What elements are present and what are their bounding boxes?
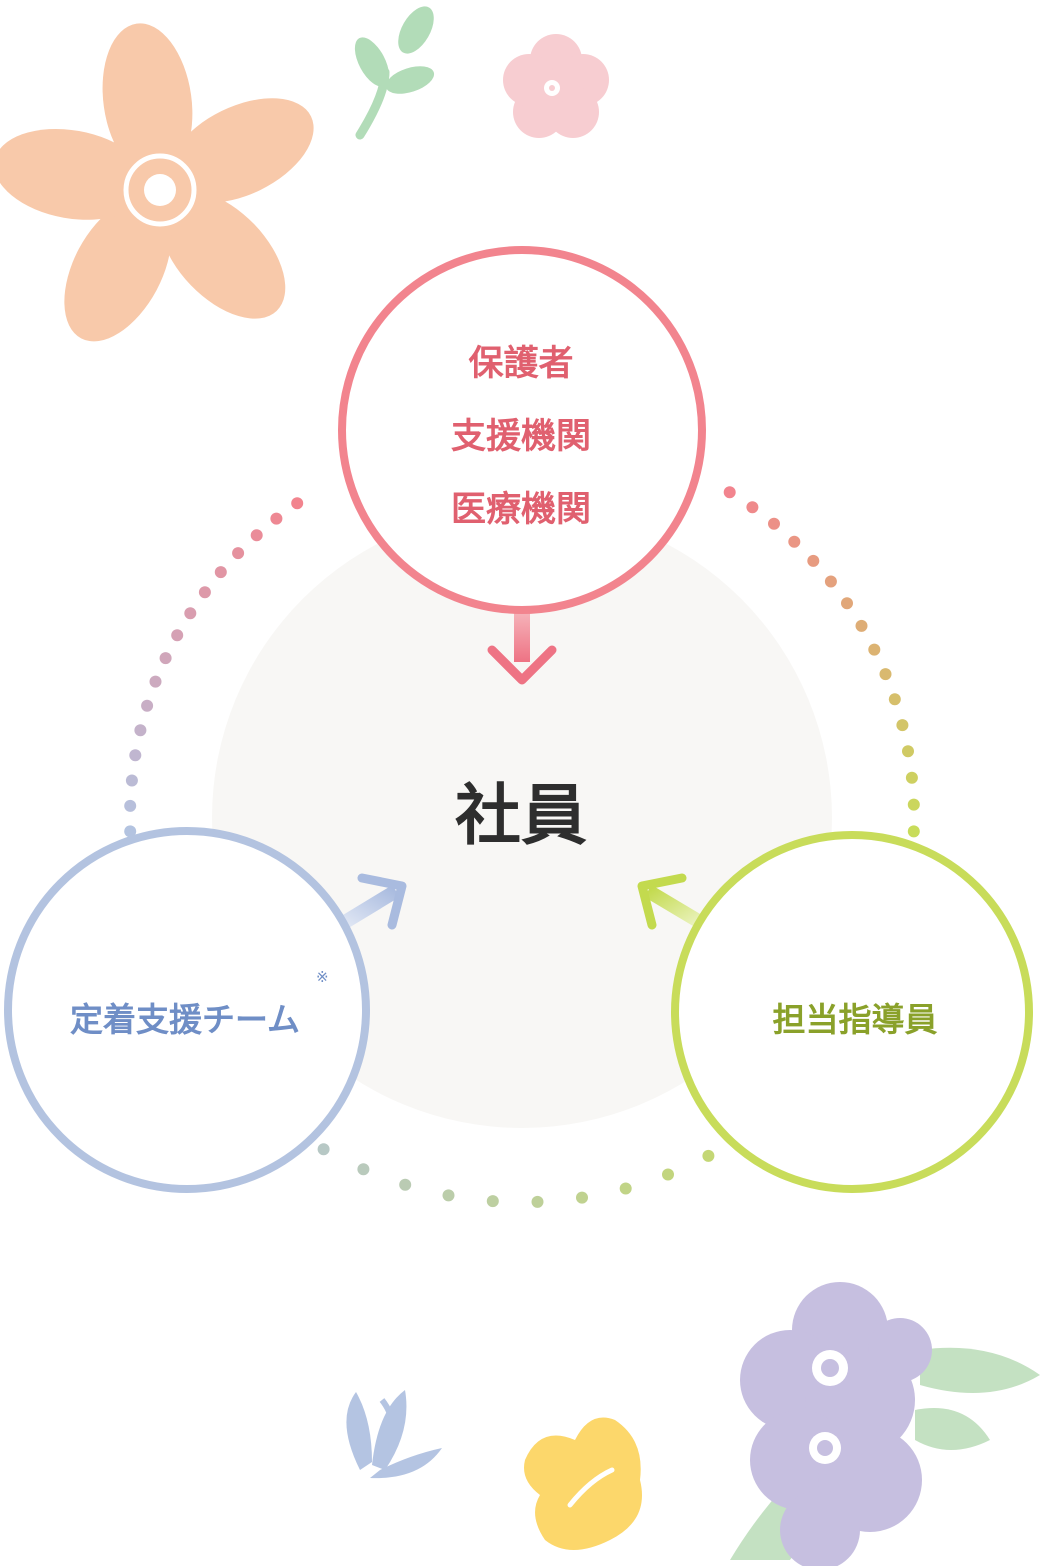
dots-top-left xyxy=(141,699,154,712)
dots-top-right xyxy=(879,668,892,681)
dots-top-right xyxy=(905,771,918,784)
top-node-label: 保護者 支援機関 医療機関 xyxy=(380,328,662,547)
left-node-note: ※ xyxy=(316,968,329,986)
dots-left-right xyxy=(662,1168,674,1181)
orange-flower-icon xyxy=(0,23,314,342)
dots-top-left xyxy=(184,607,197,620)
dots-top-right xyxy=(788,535,801,548)
dots-top-left xyxy=(125,774,138,787)
dots-top-right xyxy=(746,501,759,514)
top-circle xyxy=(338,246,706,614)
dots-top-right xyxy=(896,719,909,732)
dots-top-left xyxy=(129,749,142,762)
dots-top-left xyxy=(159,652,172,665)
blue-tulip-icon xyxy=(346,1390,442,1479)
dots-top-right xyxy=(907,798,920,811)
dots-left-right xyxy=(357,1163,370,1176)
dots-top-left xyxy=(270,512,283,525)
dots-top-left xyxy=(124,825,137,838)
dots-top-left xyxy=(291,497,304,510)
dots-top-left xyxy=(232,547,245,560)
top-label-line-2: 支援機関 xyxy=(450,417,591,457)
dots-top-left xyxy=(171,629,184,642)
dots-top-left xyxy=(149,675,162,688)
dots-top-right xyxy=(902,745,914,758)
top-label-line-3: 医療機関 xyxy=(450,490,591,530)
dots-top-left xyxy=(250,529,263,542)
dots-left-right xyxy=(317,1143,330,1156)
top-label-line-1: 保護者 xyxy=(468,344,574,384)
dots-top-right xyxy=(855,619,868,632)
dots-left-right xyxy=(442,1189,455,1202)
dots-left-right xyxy=(486,1195,499,1208)
pink-flower-icon xyxy=(503,34,609,138)
dotted-connectors xyxy=(124,486,920,1208)
dots-top-right xyxy=(841,597,853,610)
purple-hydrangea-icon xyxy=(740,1282,932,1566)
right-node-label: 担当指導員 xyxy=(772,1000,938,1039)
dots-top-left xyxy=(198,586,211,599)
dots-left-right xyxy=(399,1178,412,1191)
center-node-label: 社員 xyxy=(455,777,587,854)
sprout-icon xyxy=(354,6,435,140)
dots-top-right xyxy=(907,825,920,838)
right-circle xyxy=(671,831,1033,1193)
arrow-right-to-center xyxy=(637,873,709,932)
dots-top-right xyxy=(768,517,780,530)
dots-left-right xyxy=(702,1149,715,1162)
left-node-label: 定着支援チーム xyxy=(69,1000,300,1039)
dots-top-right xyxy=(723,486,736,499)
dots-left-right xyxy=(619,1182,632,1195)
dots-top-left xyxy=(124,799,137,812)
yellow-flower-icon xyxy=(524,1417,642,1550)
dots-top-right xyxy=(807,554,820,567)
dots-top-right xyxy=(824,575,837,588)
dots-top-right xyxy=(888,693,901,706)
dots-top-right xyxy=(868,643,881,656)
dots-left-right xyxy=(531,1195,544,1208)
arrow-left-to-center xyxy=(336,873,407,931)
dots-top-left xyxy=(134,724,147,737)
dots-left-right xyxy=(576,1191,588,1204)
left-circle xyxy=(4,827,370,1193)
dots-top-left xyxy=(214,566,227,579)
arrow-top-to-center xyxy=(487,610,557,685)
